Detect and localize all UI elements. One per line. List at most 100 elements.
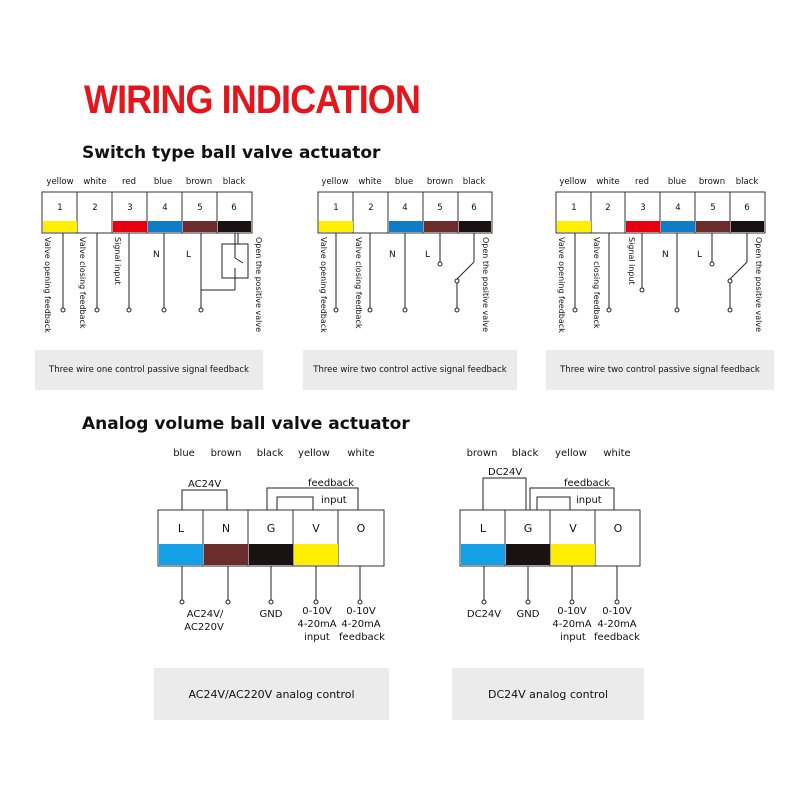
color-label-white: white — [596, 177, 619, 187]
terminal-letter: O — [614, 522, 623, 535]
color-label-blue: blue — [173, 448, 195, 459]
terminal-number: 1 — [57, 203, 62, 213]
label-l: L — [697, 250, 702, 260]
color-label-black: black — [223, 177, 246, 187]
bottom-power-label: AC24V/ — [187, 609, 224, 620]
color-label-red: red — [635, 177, 649, 187]
switch-diagram-2: yellow white blue brown black 1 2 4 5 6 — [317, 177, 493, 333]
terminal-letter: N — [222, 522, 230, 535]
swatch-red — [113, 221, 147, 232]
swatch-yellow — [294, 544, 338, 565]
terminal-number: 1 — [333, 203, 338, 213]
swatch-blue — [389, 221, 423, 232]
bottom-input-label: input — [560, 632, 586, 643]
swatch-brown — [424, 221, 458, 232]
swatch-black — [506, 544, 550, 565]
color-label-black: black — [463, 177, 486, 187]
swatch-black — [218, 221, 251, 232]
switch-section-heading: Switch type ball valve actuator — [82, 143, 381, 163]
swatch-black — [459, 221, 491, 232]
label-l: L — [425, 250, 430, 260]
terminal-number: 4 — [675, 203, 680, 213]
caption-switch-1: Three wire one control passive signal fe… — [35, 350, 263, 390]
caption-analog-2: DC24V analog control — [452, 668, 644, 720]
swatch-blue — [661, 221, 695, 232]
analog-section-heading: Analog volume ball valve actuator — [82, 414, 410, 434]
terminal-number: 5 — [197, 203, 202, 213]
terminal-letter: L — [480, 522, 487, 535]
color-label-white: white — [347, 448, 374, 459]
swatch-yellow — [551, 544, 595, 565]
color-label-brown: brown — [211, 448, 242, 459]
bottom-feedback-range: 0-10V — [346, 606, 376, 617]
swatch-brown — [183, 221, 217, 232]
color-label-black: black — [257, 448, 284, 459]
power-label: AC24V — [188, 479, 221, 490]
swatch-blue — [159, 544, 203, 565]
swatch-blue — [148, 221, 182, 232]
analog-diagram-2: brown black yellow white DC24V feedback … — [459, 448, 641, 643]
bottom-input-range: 4-20mA — [552, 619, 591, 630]
label-valve-closing-feedback: Valve closing feedback — [592, 237, 601, 329]
terminal-number: 5 — [710, 203, 715, 213]
label-valve-closing-feedback: Valve closing feedback — [354, 237, 363, 329]
bottom-power-label: AC220V — [184, 622, 224, 633]
bottom-gnd-label: GND — [260, 609, 283, 620]
bottom-feedback-label: feedback — [339, 632, 385, 643]
caption-analog-1: AC24V/AC220V analog control — [154, 668, 389, 720]
terminal-number: 6 — [744, 203, 749, 213]
color-label-black: black — [512, 448, 539, 459]
bottom-power-label: DC24V — [467, 609, 501, 620]
terminal-letter: O — [357, 522, 366, 535]
swatch-brown — [696, 221, 730, 232]
caption-switch-2: Three wire two control active signal fee… — [303, 350, 517, 390]
page-title: WIRING INDICATION — [84, 78, 421, 122]
terminal-letter: V — [569, 522, 577, 535]
label-open-positive-valve: Open the positive valve — [754, 237, 763, 332]
swatch-red — [626, 221, 660, 232]
terminal-letter: G — [267, 522, 276, 535]
label-valve-closing-feedback: Valve closing feedback — [78, 237, 87, 329]
color-label-black: black — [736, 177, 759, 187]
bottom-input-label: input — [304, 632, 330, 643]
terminal-number: 1 — [571, 203, 576, 213]
label-n: N — [153, 250, 160, 260]
label-open-positive-valve: Open the positive valve — [254, 237, 263, 332]
switch-diagram-3: yellow white red blue brown black 1 2 3 … — [555, 177, 766, 333]
terminal-letter: G — [524, 522, 533, 535]
input-label: input — [321, 495, 347, 506]
swatch-black — [731, 221, 764, 232]
label-n: N — [389, 250, 396, 260]
terminal-number: 5 — [437, 203, 442, 213]
swatch-black — [249, 544, 293, 565]
switch-diagram-1: yellow white red blue brown black 1 2 3 … — [41, 177, 263, 333]
bottom-feedback-label: feedback — [594, 632, 640, 643]
color-label-yellow: yellow — [46, 177, 73, 187]
label-signal-input: Signal input — [113, 237, 122, 285]
caption-switch-3: Three wire two control passive signal fe… — [546, 350, 774, 390]
terminal-number: 2 — [605, 203, 610, 213]
color-label-white: white — [603, 448, 630, 459]
color-label-blue: blue — [395, 177, 413, 187]
color-label-brown: brown — [186, 177, 212, 187]
color-label-brown: brown — [699, 177, 725, 187]
color-label-yellow: yellow — [555, 448, 587, 459]
bottom-gnd-label: GND — [517, 609, 540, 620]
label-n: N — [662, 250, 669, 260]
color-label-yellow: yellow — [298, 448, 330, 459]
bottom-feedback-range: 4-20mA — [341, 619, 380, 630]
bottom-feedback-range: 0-10V — [602, 606, 632, 617]
swatch-yellow — [557, 221, 591, 232]
label-valve-opening-feedback: Valve opening feedback — [43, 237, 52, 333]
power-label: DC24V — [488, 467, 522, 478]
label-l: L — [186, 250, 191, 260]
analog-diagram-1: blue brown black yellow white AC24V feed… — [157, 448, 385, 643]
terminal-number: 6 — [231, 203, 236, 213]
terminal-letter: L — [178, 522, 185, 535]
terminal-number: 3 — [127, 203, 132, 213]
bottom-feedback-range: 4-20mA — [597, 619, 636, 630]
label-valve-opening-feedback: Valve opening feedback — [557, 237, 566, 333]
color-label-yellow: yellow — [321, 177, 348, 187]
input-label: input — [576, 495, 602, 506]
